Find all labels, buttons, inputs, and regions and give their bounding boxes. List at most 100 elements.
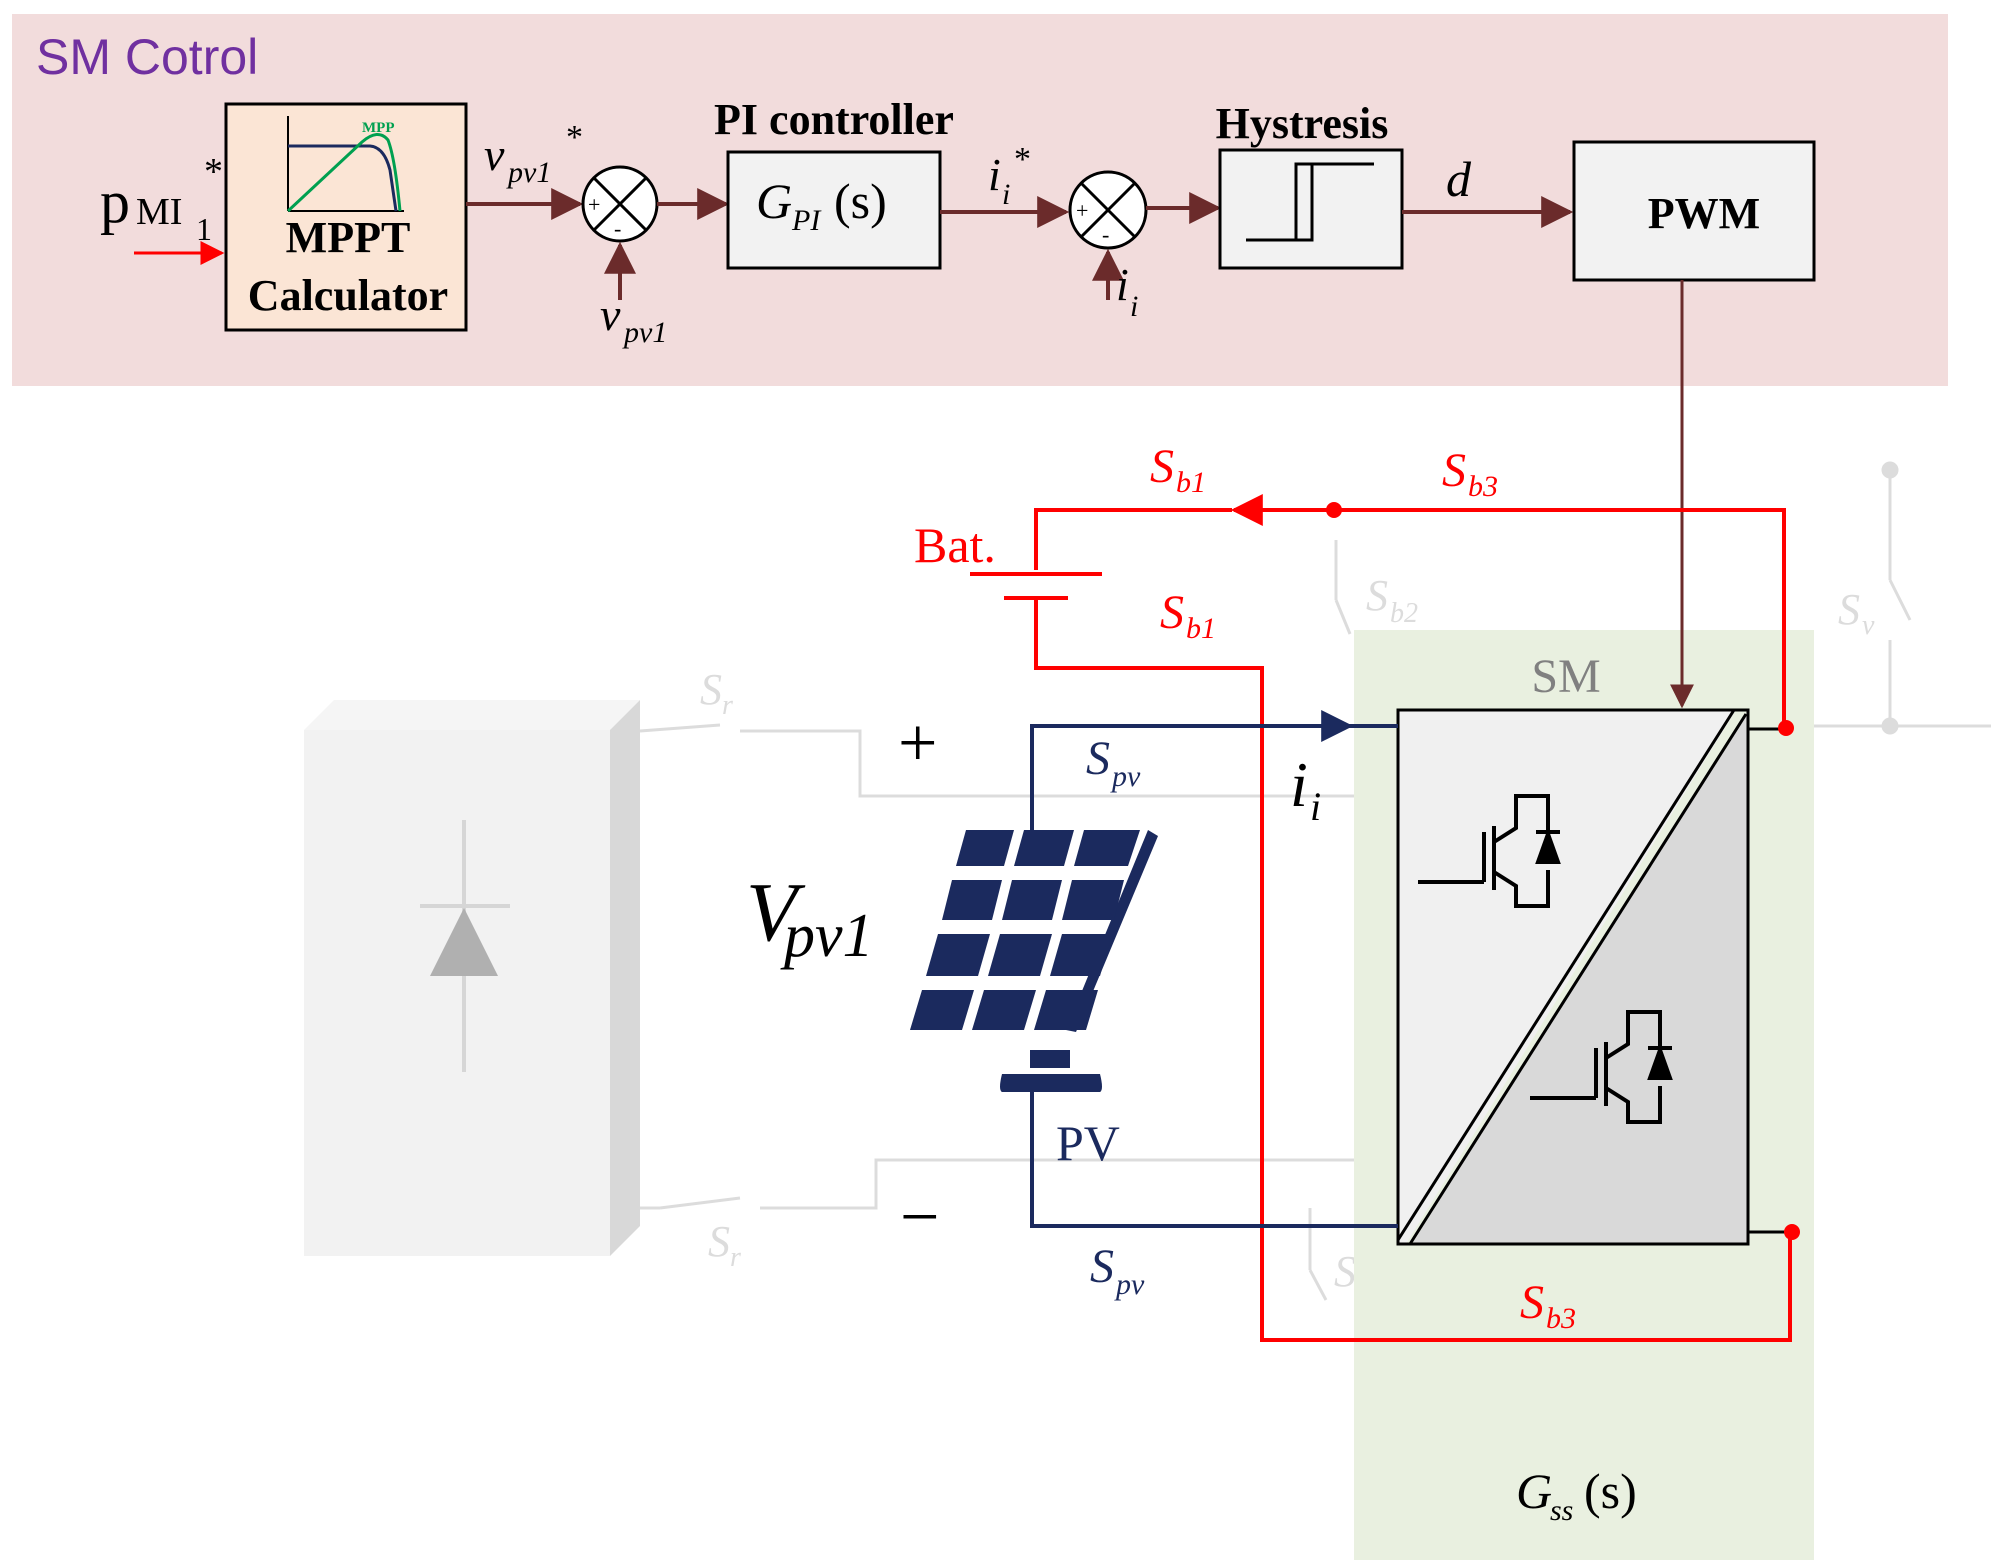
calculator-label: Calculator	[248, 271, 448, 320]
svg-text:b3: b3	[1468, 470, 1498, 503]
svg-text:S: S	[1334, 1247, 1356, 1296]
svg-text:(s): (s)	[834, 173, 887, 229]
svg-text:V: V	[746, 866, 806, 959]
svg-text:PI: PI	[791, 204, 822, 237]
svg-text:S: S	[1442, 444, 1466, 497]
svg-text:b1: b1	[1186, 612, 1216, 645]
sm-label: SM	[1531, 650, 1600, 703]
igbt-bottom-icon	[1530, 1010, 1673, 1124]
svg-text:S: S	[1520, 1276, 1544, 1329]
svg-text:pv1: pv1	[622, 316, 667, 349]
power-reference-label: p MI 1 *	[100, 151, 223, 247]
svg-text:G: G	[756, 173, 792, 229]
ghost-rectifier-box	[304, 700, 640, 1256]
svg-text:*: *	[566, 119, 583, 156]
iref-label: i i *	[988, 141, 1031, 211]
svg-text:v: v	[600, 289, 621, 340]
node-sm-bottom	[1784, 1224, 1800, 1240]
svg-text:v: v	[484, 129, 505, 180]
pv-curve-icon	[286, 116, 404, 213]
svg-text:pv1: pv1	[780, 902, 874, 970]
node-sm-top	[1778, 720, 1794, 736]
svg-text:S: S	[700, 665, 722, 714]
pv-minus-label: −	[900, 1179, 939, 1256]
svg-text:S: S	[1160, 586, 1184, 639]
svg-text:r: r	[730, 1242, 741, 1273]
svg-text:pv: pv	[1114, 1268, 1145, 1301]
p-subscript: MI	[136, 191, 182, 233]
summing-junction-voltage: + -	[581, 165, 659, 243]
svg-text:S: S	[1086, 732, 1110, 785]
svg-text:ss: ss	[1550, 1494, 1573, 1527]
svg-text:b1: b1	[1176, 466, 1206, 499]
vref-label: v pv1 *	[484, 119, 583, 189]
p-star: *	[204, 151, 223, 193]
svg-text:G: G	[1516, 1463, 1552, 1519]
gss-label: G ss (s)	[1516, 1463, 1637, 1527]
svg-text:i: i	[1116, 259, 1129, 310]
igbt-top-icon	[1418, 794, 1561, 908]
pwm-label: PWM	[1648, 189, 1760, 238]
p-subsubscript: 1	[196, 211, 212, 247]
pv-plus-label: +	[898, 705, 937, 782]
svg-text:i: i	[1310, 784, 1321, 829]
pi-controller-title: PI controller	[714, 95, 954, 144]
svg-text:S: S	[1090, 1240, 1114, 1293]
vpv-feedback-label: v pv1	[600, 289, 667, 349]
pi-controller-block: G PI (s)	[726, 150, 942, 270]
svg-text:b3: b3	[1546, 1302, 1576, 1335]
svg-text:i: i	[988, 149, 1001, 200]
p-symbol: p	[100, 169, 130, 235]
svg-text:v: v	[1862, 610, 1875, 641]
svg-text:S: S	[708, 1217, 730, 1266]
svg-text:*: *	[1014, 141, 1031, 178]
battery-icon	[970, 572, 1102, 600]
battery-label: Bat.	[914, 517, 996, 573]
svg-text:-: -	[614, 216, 621, 241]
svg-text:pv1: pv1	[506, 156, 551, 189]
svg-text:S: S	[1838, 585, 1860, 634]
svg-text:-: -	[1102, 222, 1109, 247]
svg-text:S: S	[1150, 440, 1174, 493]
svg-text:+: +	[588, 192, 600, 217]
battery-circuit	[1034, 494, 1792, 1342]
mpp-label: MPP	[362, 120, 394, 136]
svg-text:r: r	[722, 690, 733, 721]
control-panel-title: SM Cotrol	[36, 29, 258, 85]
pv-cells	[910, 830, 1140, 1030]
ii-circuit-label: i i	[1290, 749, 1321, 829]
pv-circuit	[1030, 710, 1398, 1228]
mppt-calculator-block: MPP MPPT Calculator	[224, 102, 468, 332]
pv-panel-icon	[910, 830, 1158, 1092]
hysteresis-title: Hystresis	[1216, 99, 1389, 148]
svg-text:S: S	[1366, 571, 1388, 620]
summing-junction-current: + -	[1068, 170, 1148, 250]
duty-label: d	[1446, 151, 1472, 207]
svg-text:(s): (s)	[1584, 1463, 1637, 1519]
node-sb-top	[1326, 502, 1342, 518]
mppt-label: MPPT	[286, 213, 411, 262]
hysteresis-block	[1218, 148, 1404, 270]
svg-text:i: i	[1290, 749, 1308, 820]
vpv1-label: V pv1	[746, 866, 874, 970]
svg-text:b2: b2	[1390, 598, 1418, 629]
pwm-block: PWM	[1572, 140, 1816, 282]
svg-text:pv: pv	[1110, 760, 1141, 793]
pv-label: PV	[1056, 1115, 1120, 1171]
svg-text:+: +	[1076, 198, 1088, 223]
diode-icon	[430, 908, 498, 976]
svg-text:i: i	[1002, 178, 1010, 211]
ii-feedback-label: i i	[1116, 259, 1138, 323]
